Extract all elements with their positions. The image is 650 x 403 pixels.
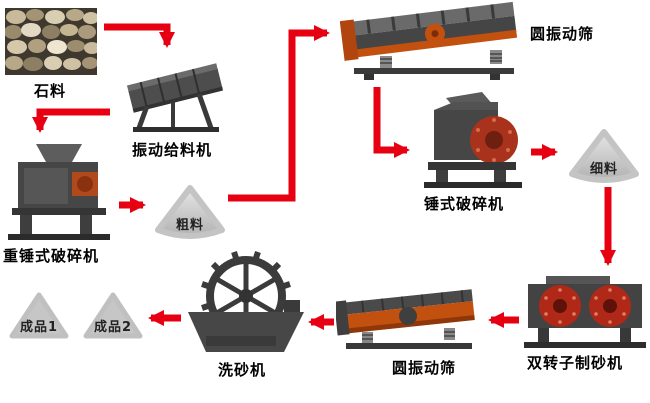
label-hammer-crusher: 锤式破碎机 [424,195,505,213]
label-sand-washer: 洗砂机 [218,361,267,379]
label-fine-material: 细料 [589,162,618,177]
stone-photo [5,8,97,75]
label-product-2: 成品2 [93,320,133,335]
node-product-2: 成品2 [82,290,144,342]
node-stone-material [5,8,97,75]
coarse-material-cone [155,185,225,239]
label-vibrating-feeder: 振动给料机 [132,141,213,159]
label-product-1: 成品1 [19,320,59,335]
node-circular-vibrating-screen-bottom [336,288,480,354]
arrow-top-screen-to-hammer-crusher [373,87,410,158]
label-coarse-material: 粗料 [175,218,204,233]
node-hammer-crusher [420,92,525,190]
arrow-coarse-to-top-screen [228,25,330,202]
vibrating-feeder-illustration [126,63,224,132]
fine-material-cone [569,129,639,183]
arrow-feeder-to-heavy-crusher [32,108,110,133]
label-stone-material: 石料 [34,82,67,100]
node-sand-washer [184,250,304,358]
node-heavy-hammer-crusher [2,142,115,242]
vibrating-screen-top-illustration [340,1,518,80]
label-heavy-hammer-crusher: 重锤式破碎机 [3,247,100,265]
sand-washer-illustration [188,251,304,352]
product-2-triangle [83,292,143,339]
hammer-crusher-illustration [424,92,522,188]
product-1-triangle [9,292,69,339]
node-fine-material: 细料 [566,126,642,184]
node-double-rotor-sand-maker [522,276,648,350]
label-circular-vibrating-screen-top: 圆振动筛 [530,25,595,43]
label-circular-vibrating-screen-bottom: 圆振动筛 [392,359,457,377]
label-double-rotor-sand-maker: 双转子制砂机 [527,354,624,372]
heavy-hammer-crusher-illustration [8,144,110,240]
node-product-1: 成品1 [8,290,70,342]
node-coarse-material: 粗料 [152,182,228,240]
node-circular-vibrating-screen-top [340,0,525,82]
vibrating-screen-bottom-illustration [336,289,475,349]
sand-maker-illustration [524,276,646,348]
arrow-stone-to-feeder [104,23,175,48]
node-vibrating-feeder [125,58,225,135]
